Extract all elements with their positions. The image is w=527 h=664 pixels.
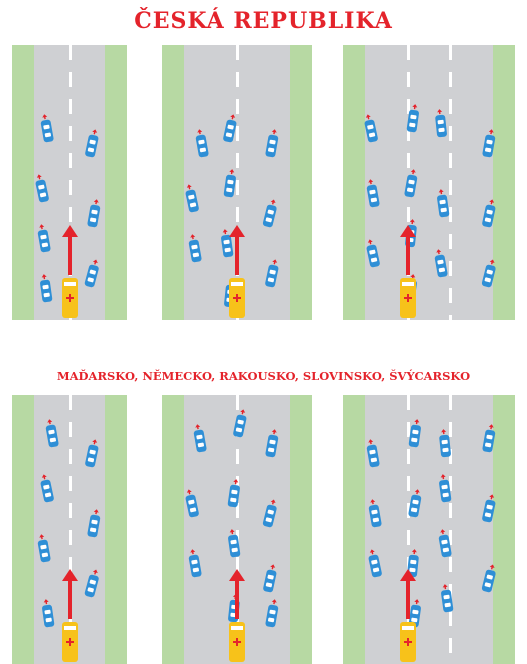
car-icon bbox=[264, 599, 280, 631]
car-icon bbox=[187, 549, 203, 581]
car-icon bbox=[264, 429, 280, 461]
car-icon bbox=[481, 259, 497, 291]
car-icon bbox=[262, 499, 278, 531]
car-icon bbox=[194, 129, 210, 161]
car-icon bbox=[262, 564, 278, 596]
car-icon bbox=[367, 499, 383, 531]
grass-verge bbox=[105, 45, 127, 320]
car-icon bbox=[262, 199, 278, 231]
car-icon bbox=[44, 419, 60, 451]
car-icon bbox=[232, 409, 248, 441]
grass-verge bbox=[12, 45, 34, 320]
car-icon bbox=[433, 109, 449, 141]
title-czech-republic: ČESKÁ REPUBLIKA bbox=[0, 8, 527, 34]
car-icon bbox=[403, 169, 419, 201]
car-icon bbox=[40, 599, 56, 631]
title-other-countries: MAĎARSKO, NĚMECKO, RAKOUSKO, SLOVINSKO, … bbox=[0, 369, 527, 383]
car-icon bbox=[187, 234, 203, 266]
car-icon bbox=[222, 169, 238, 201]
car-icon bbox=[226, 479, 242, 511]
car-icon bbox=[36, 534, 52, 566]
road-diagram-bottom-2 bbox=[162, 395, 312, 664]
car-icon bbox=[36, 224, 52, 256]
car-icon bbox=[481, 564, 497, 596]
car-icon bbox=[84, 439, 100, 471]
car-icon bbox=[39, 114, 55, 146]
road-diagram-bottom-3 bbox=[343, 395, 515, 664]
grass-verge bbox=[162, 45, 184, 320]
car-icon bbox=[84, 569, 100, 601]
car-icon bbox=[86, 509, 102, 541]
car-icon bbox=[264, 129, 280, 161]
lane-marking bbox=[449, 45, 452, 320]
car-icon bbox=[481, 129, 497, 161]
grass-verge bbox=[343, 395, 365, 664]
arrow-up-icon bbox=[62, 225, 78, 275]
grass-verge bbox=[290, 45, 312, 320]
ambulance-icon bbox=[228, 622, 246, 662]
car-icon bbox=[184, 184, 200, 216]
arrow-up-icon bbox=[62, 569, 78, 619]
car-icon bbox=[481, 424, 497, 456]
car-icon bbox=[365, 239, 381, 271]
car-icon bbox=[226, 529, 242, 561]
grass-verge bbox=[105, 395, 127, 664]
car-icon bbox=[435, 189, 451, 221]
car-icon bbox=[439, 584, 455, 616]
car-icon bbox=[407, 489, 423, 521]
grass-verge bbox=[343, 45, 365, 320]
grass-verge bbox=[290, 395, 312, 664]
car-icon bbox=[437, 529, 453, 561]
arrow-up-icon bbox=[229, 225, 245, 275]
car-icon bbox=[39, 474, 55, 506]
car-icon bbox=[86, 199, 102, 231]
ambulance-icon bbox=[228, 278, 246, 318]
car-icon bbox=[365, 439, 381, 471]
car-icon bbox=[84, 129, 100, 161]
car-icon bbox=[365, 179, 381, 211]
road-diagram-top-1 bbox=[12, 45, 127, 320]
ambulance-icon bbox=[61, 622, 79, 662]
road-diagram-top-2 bbox=[162, 45, 312, 320]
car-icon bbox=[433, 249, 449, 281]
car-icon bbox=[437, 429, 453, 461]
car-icon bbox=[264, 259, 280, 291]
car-icon bbox=[407, 419, 423, 451]
arrow-up-icon bbox=[400, 225, 416, 275]
car-icon bbox=[38, 274, 54, 306]
arrow-up-icon bbox=[400, 569, 416, 619]
grass-verge bbox=[12, 395, 34, 664]
car-icon bbox=[222, 114, 238, 146]
car-icon bbox=[481, 494, 497, 526]
car-icon bbox=[184, 489, 200, 521]
car-icon bbox=[367, 549, 383, 581]
car-icon bbox=[481, 199, 497, 231]
car-icon bbox=[192, 424, 208, 456]
grass-verge bbox=[162, 395, 184, 664]
arrow-up-icon bbox=[229, 569, 245, 619]
ambulance-icon bbox=[399, 278, 417, 318]
ambulance-icon bbox=[61, 278, 79, 318]
car-icon bbox=[34, 174, 50, 206]
road-diagram-top-3 bbox=[343, 45, 515, 320]
car-icon bbox=[437, 474, 453, 506]
car-icon bbox=[405, 104, 421, 136]
car-icon bbox=[84, 259, 100, 291]
car-icon bbox=[363, 114, 379, 146]
road-diagram-bottom-1 bbox=[12, 395, 127, 664]
ambulance-icon bbox=[399, 622, 417, 662]
